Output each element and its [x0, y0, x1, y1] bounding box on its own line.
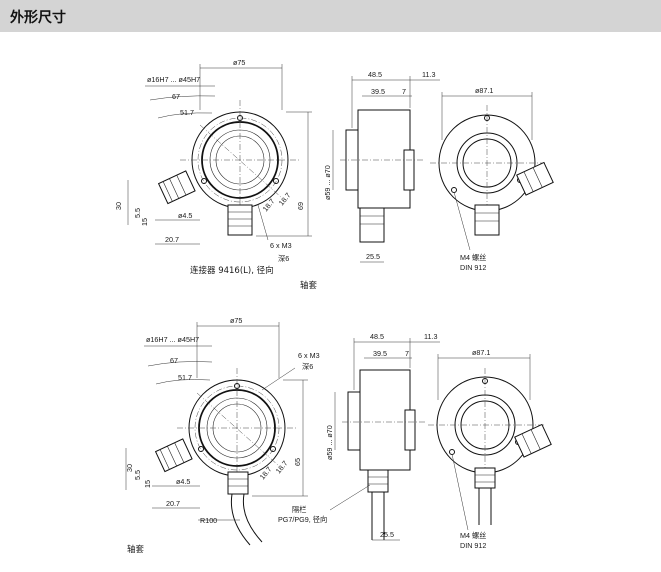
- top-side-dim-7: 7: [402, 87, 406, 96]
- top-front-dim-d75: ø75: [233, 58, 245, 67]
- top-side-dim-48-5: 48.5: [368, 70, 382, 79]
- top-caption: 轴套: [300, 280, 318, 291]
- top-front-dim-15: 15: [140, 218, 149, 226]
- top-front-dim-67: 67: [172, 92, 180, 101]
- bottom-front-dim-15: 15: [143, 480, 152, 488]
- bottom-front-view: ø75 ø16H7 ... ø45H7 67 51.7 30 5.5 15 ø4…: [125, 316, 320, 546]
- bottom-front-label-screws: 6 x M3: [298, 351, 320, 360]
- bottom-side-dim-d59-70: ø59 ... ø70: [325, 425, 334, 460]
- bottom-rear-dim-d87-1: ø87.1: [472, 348, 490, 357]
- top-front-label-depth: 深6: [278, 254, 289, 263]
- top-front-dim-bore: ø16H7 ... ø45H7: [147, 75, 200, 84]
- section-title: 外形尺寸: [10, 10, 66, 26]
- top-side-view: 48.5 11.3 39.5 7 ø59 ... ø70 25.5: [323, 70, 440, 263]
- top-rear-label-din: DIN 912: [460, 263, 486, 272]
- section-header-bar: 外形尺寸: [0, 0, 661, 32]
- bottom-side-cable-gland: [367, 469, 389, 493]
- top-front-bottom-connector: [227, 204, 253, 236]
- bottom-front-dim-bore: ø16H7 ... ø45H7: [146, 335, 199, 344]
- top-front-dim-18-7a: 18.7: [261, 197, 277, 214]
- bottom-side-label-gland: 隔栏: [292, 505, 306, 514]
- bottom-rear-view: ø87.1 M4 螺丝 DIN 912: [428, 348, 552, 550]
- bottom-front-label-depth: 深6: [302, 362, 313, 371]
- bottom-side-label-pg: PG7/PG9, 径向: [278, 515, 327, 524]
- top-front-dim-69: 69: [296, 202, 305, 210]
- top-front-view: ø75 ø16H7 ... ø45H7 67 51.7 30 5.5 15 ø4…: [114, 58, 312, 276]
- top-front-dim-18-7b: 18.7: [277, 191, 293, 208]
- top-side-connector: [359, 207, 385, 243]
- bottom-rear-label-din: DIN 912: [460, 541, 486, 550]
- top-front-dim-d4-5: ø4.5: [178, 211, 192, 220]
- top-side-body: [357, 109, 411, 209]
- bottom-side-dim-25-5: 25.5: [380, 530, 394, 539]
- top-side-dim-11-3: 11.3: [422, 70, 435, 79]
- bottom-front-dim-65: 65: [293, 458, 302, 466]
- top-rear-dim-d87-1: ø87.1: [475, 86, 493, 95]
- bottom-rear-label-m4: M4 螺丝: [460, 531, 486, 540]
- bottom-side-dim-11-3: 11.3: [424, 332, 437, 341]
- bottom-caption: 轴套: [127, 544, 145, 555]
- bottom-front-dim-30: 30: [125, 464, 134, 472]
- top-side-dim-25-5: 25.5: [366, 252, 380, 261]
- top-front-dim-5-5: 5.5: [133, 208, 142, 218]
- top-front-label-screws: 6 x M3: [270, 241, 292, 250]
- top-side-dim-d59-70: ø59 ... ø70: [323, 165, 332, 200]
- bottom-front-cable-gland: [227, 471, 249, 495]
- bottom-side-body: [359, 369, 411, 471]
- top-rear-view: ø87.1 M4 螺丝 DIN 912: [430, 86, 554, 272]
- top-front-dim-20-7: 20.7: [165, 235, 179, 244]
- bottom-front-dim-d75: ø75: [230, 316, 242, 325]
- bottom-front-dim-d4-5: ø4.5: [176, 477, 190, 486]
- bottom-front-dim-5-5: 5.5: [133, 470, 142, 480]
- bottom-side-dim-48-5: 48.5: [370, 332, 384, 341]
- bottom-front-dim-18-7b: 18.7: [274, 459, 290, 476]
- top-side-dim-39-5: 39.5: [371, 87, 385, 96]
- bottom-front-dim-51-7: 51.7: [178, 373, 192, 382]
- bottom-rear-connector: [514, 423, 552, 458]
- bottom-side-dim-7: 7: [405, 349, 409, 358]
- top-front-dim-51-7: 51.7: [180, 108, 194, 117]
- bottom-front-dim-r100: R100: [200, 516, 217, 525]
- top-front-label-connector: 连接器 9416(L), 径向: [190, 265, 274, 276]
- bottom-front-dim-20-7: 20.7: [166, 499, 180, 508]
- bottom-side-dim-39-5: 39.5: [373, 349, 387, 358]
- top-front-dim-30: 30: [114, 202, 123, 210]
- top-rear-label-m4: M4 螺丝: [460, 253, 486, 262]
- top-rear-connector: [516, 161, 554, 196]
- bottom-side-view: 48.5 11.3 39.5 7 ø59 ... ø70 25.5 隔栏 PG7…: [278, 332, 440, 541]
- bottom-front-dim-18-7a: 18.7: [258, 465, 274, 482]
- bottom-front-dim-67: 67: [170, 356, 178, 365]
